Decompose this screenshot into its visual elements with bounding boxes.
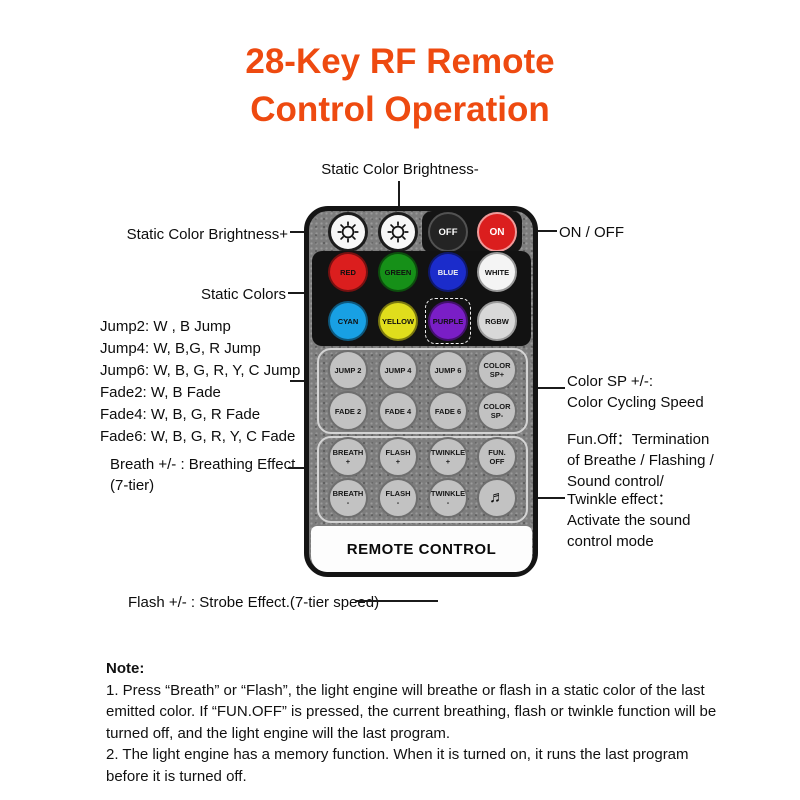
green-button[interactable]: GREEN [378, 252, 418, 292]
annotation-jump-fade-list: Jump2: W , B Jump Jump4: W, B,G, R Jump … [100, 316, 300, 448]
on-button[interactable]: ON [477, 212, 517, 252]
jump6-button[interactable]: JUMP 6 [428, 350, 468, 390]
effects-group [317, 436, 528, 523]
off-button[interactable]: OFF [428, 212, 468, 252]
music-note-icon: ♬ [489, 489, 505, 506]
annotation-breath-line1: Breath +/- : Breathing Effect. [110, 456, 300, 473]
connector-line [356, 600, 438, 602]
page-title: 28-Key RF Remote Control Operation [0, 38, 800, 134]
purple-button[interactable]: PURPLE [428, 301, 468, 341]
notes-section: Note: 1. Press “Breath” or “Flash”, the … [106, 658, 718, 787]
note-item-1: 1. Press “Breath” or “Flash”, the light … [106, 681, 717, 742]
fade4-button[interactable]: FADE 4 [378, 391, 418, 431]
annotation-twinkle-line1: Twinkle effect： [567, 491, 673, 508]
brightness-icon [337, 221, 359, 243]
flash-minus-button[interactable]: FLASH - [378, 478, 418, 518]
connector-line [290, 380, 304, 382]
brightness-minus-button[interactable] [378, 212, 418, 252]
annotation-twinkle-line2: Activate the sound [567, 512, 691, 529]
jump-fade-line: Jump2: W , B Jump [100, 318, 231, 335]
page-title-line2: Control Operation [250, 90, 550, 129]
annotation-brightness-minus: Static Color Brightness- [321, 161, 479, 178]
music-button[interactable]: ♬ [477, 478, 517, 518]
note-heading: Note: [106, 660, 145, 677]
annotation-fun-off-line3: Sound control/ [567, 473, 664, 490]
breath-minus-button[interactable]: BREATH - [328, 478, 368, 518]
annotation-color-sp-line2: Color Cycling Speed [567, 394, 704, 411]
jump-fade-group [317, 348, 528, 434]
connector-line [398, 181, 400, 206]
connector-line [538, 230, 557, 232]
jump-fade-line: Jump4: W, B,G, R Jump [100, 340, 261, 357]
annotation-fun-off: Fun.Off：Termination of Breathe / Flashin… [567, 429, 714, 492]
annotation-breath-line2: (7-tier) [110, 477, 155, 494]
cyan-button[interactable]: CYAN [328, 301, 368, 341]
jump-fade-line: Fade2: W, B Fade [100, 384, 221, 401]
annotation-brightness-plus: Static Color Brightness+ [126, 226, 288, 243]
red-button[interactable]: RED [328, 252, 368, 292]
blue-button[interactable]: BLUE [428, 252, 468, 292]
rgbw-button[interactable]: RGBW [477, 301, 517, 341]
connector-line [538, 387, 565, 389]
annotation-color-sp: Color SP +/-: Color Cycling Speed [567, 371, 704, 413]
annotation-fun-off-line1: Fun.Off：Termination [567, 431, 710, 448]
jump2-button[interactable]: JUMP 2 [328, 350, 368, 390]
fade6-button[interactable]: FADE 6 [428, 391, 468, 431]
fade2-button[interactable]: FADE 2 [328, 391, 368, 431]
white-button[interactable]: WHITE [477, 252, 517, 292]
connector-line [288, 467, 304, 469]
annotation-twinkle-line3: control mode [567, 533, 654, 550]
annotation-breath: Breath +/- : Breathing Effect. (7-tier) [110, 454, 299, 496]
jump4-button[interactable]: JUMP 4 [378, 350, 418, 390]
brightness-plus-button[interactable] [328, 212, 368, 252]
annotation-fun-off-line2: of Breathe / Flashing / [567, 452, 714, 469]
twinkle-minus-button[interactable]: TWINKLE - [428, 478, 468, 518]
annotation-twinkle: Twinkle effect： Activate the sound contr… [567, 489, 690, 552]
annotation-static-colors: Static Colors [200, 286, 286, 303]
breath-plus-button[interactable]: BREATH + [328, 437, 368, 477]
fun-off-button[interactable]: FUN. OFF [477, 437, 517, 477]
jump-fade-line: Fade4: W, B, G, R Fade [100, 406, 261, 423]
remote-panel-label: REMOTE CONTROL [311, 526, 532, 572]
color-sp-plus-button[interactable]: COLOR SP+ [477, 350, 517, 390]
brightness-icon [387, 221, 409, 243]
color-sp-minus-button[interactable]: COLOR SP- [477, 391, 517, 431]
connector-line [538, 497, 565, 499]
note-item-2: 2. The light engine has a memory functio… [106, 746, 689, 785]
jump-fade-line: Fade6: W, B, G, R, Y, C Fade [100, 428, 296, 445]
purple-button-outline [425, 298, 471, 344]
annotation-flash: Flash +/- : Strobe Effect.(7-tier speed) [128, 594, 380, 611]
annotation-color-sp-line1: Color SP +/-: [567, 373, 654, 390]
twinkle-plus-button[interactable]: TWINKLE + [428, 437, 468, 477]
yellow-button[interactable]: YELLOW [378, 301, 418, 341]
connector-line [290, 231, 304, 233]
page-title-line1: 28-Key RF Remote [245, 42, 555, 81]
flash-plus-button[interactable]: FLASH + [378, 437, 418, 477]
remote-control: OFF ON RED GREEN BLUE WHITE CYAN YELLOW … [304, 206, 538, 577]
connector-line [288, 292, 304, 294]
jump-fade-line: Jump6: W, B, G, R, Y, C Jump [100, 362, 301, 379]
annotation-on-off: ON / OFF [559, 224, 624, 241]
